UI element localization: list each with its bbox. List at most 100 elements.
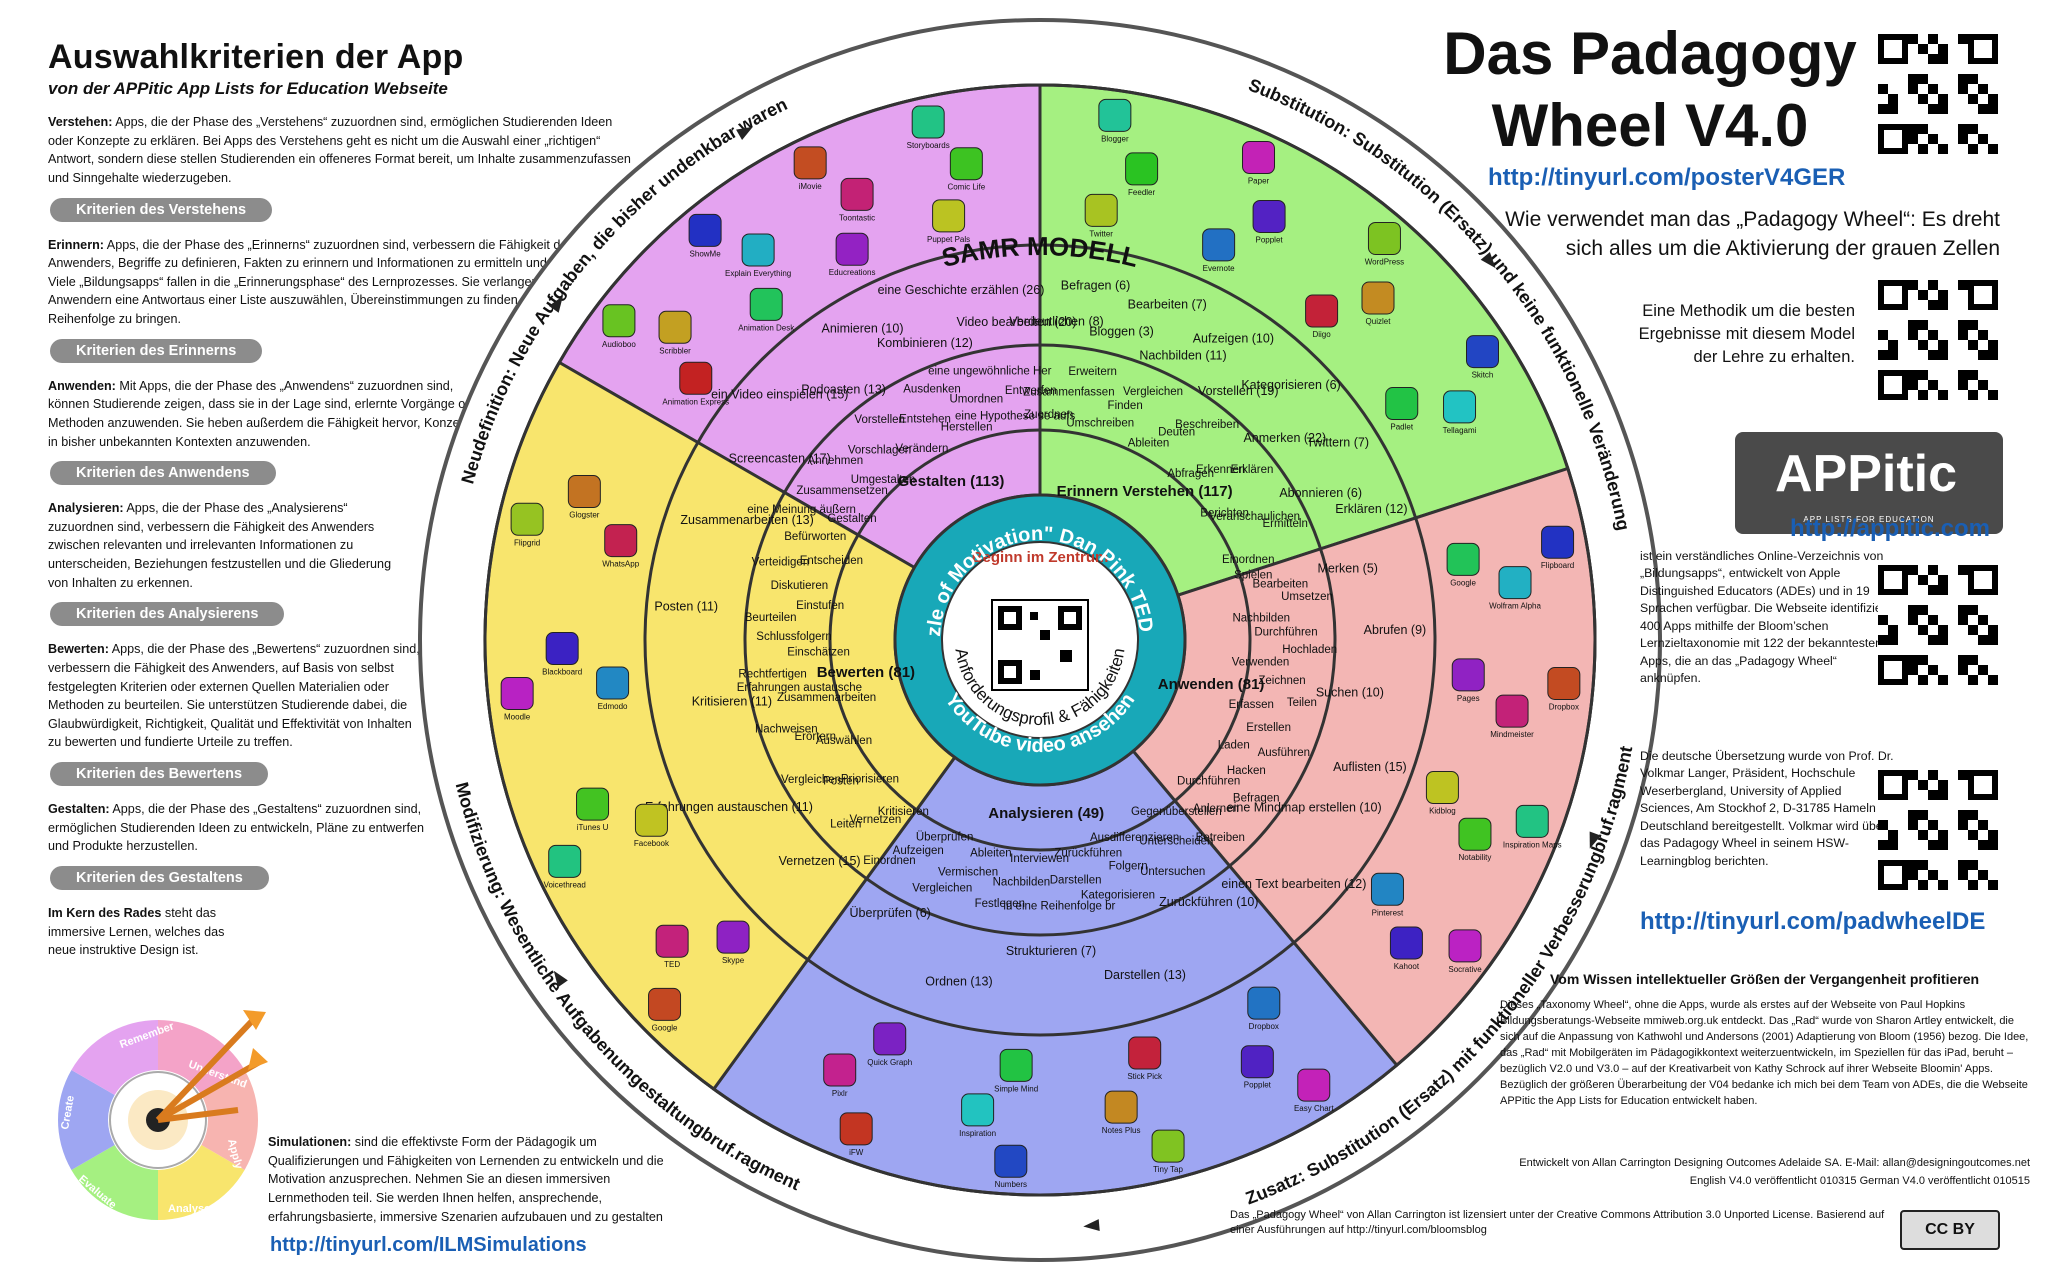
app-icon: [994, 1144, 1028, 1178]
verb-blue: Vermischen: [938, 866, 998, 878]
verb-blue: Ausdifferenzieren: [1090, 832, 1179, 844]
app-label: Quizlet: [1366, 317, 1392, 326]
verb-yellow: Zusammenarbeiten: [777, 692, 876, 704]
activity-purple: Podcasten (13): [801, 383, 886, 397]
app-icon: [500, 676, 534, 710]
segment-name-yellow: Bewerten (81): [817, 664, 915, 681]
app-icon: [688, 213, 722, 247]
app-label: Tiny Tap: [1153, 1165, 1183, 1174]
app-label: iTunes U: [577, 823, 609, 832]
pill-anwenden[interactable]: Kriterien des Anwendens: [50, 461, 276, 486]
verb-pink: Zeichnen: [1258, 675, 1305, 687]
verb-yellow: Leiten: [830, 819, 861, 831]
verb-yellow: Kritisieren: [878, 806, 929, 818]
app-label: Wolfram Alpha: [1489, 602, 1541, 611]
verb-pink: Laden: [1218, 739, 1250, 751]
activity-purple: Kombinieren (12): [877, 336, 973, 350]
activity-purple: Video bearbeiten (20): [956, 315, 1076, 329]
app-label: Popplet: [1244, 1081, 1272, 1090]
pill-gestalten[interactable]: Kriterien des Gestaltens: [50, 865, 269, 890]
rim-arrow: [1589, 831, 1601, 849]
app-icon: [1297, 1068, 1331, 1102]
qr-method[interactable]: [1878, 280, 1998, 400]
activity-green: Abonnieren (6): [1279, 486, 1362, 500]
appitic-text: ist ein verständliches Online-Verzeichni…: [1640, 549, 1890, 686]
app-icon: [604, 524, 638, 558]
activity-green: Bloggen (3): [1089, 325, 1154, 339]
center-qr-pattern: [998, 606, 1082, 684]
pill-bewerten[interactable]: Kriterien des Bewertens: [50, 762, 269, 786]
app-icon: [949, 147, 983, 181]
app-label: Twitter: [1089, 229, 1113, 238]
qr-translation[interactable]: [1878, 770, 1998, 890]
app-label: Pixlr: [832, 1089, 848, 1098]
verb-yellow: eine Meinung äußern: [747, 504, 856, 516]
rim-arrow: [1083, 1219, 1100, 1232]
app-label: Edmodo: [598, 702, 628, 711]
activity-green: Aufzeigen (10): [1193, 331, 1274, 345]
app-icon: [1098, 98, 1132, 132]
german-link[interactable]: http://tinyurl.com/padwheelDE: [1640, 908, 1986, 935]
app-icon: [961, 1093, 995, 1127]
appitic-link[interactable]: http://appitic.com: [1790, 515, 1990, 542]
app-label: Google: [1450, 578, 1476, 587]
activity-green: Nachbilden (11): [1139, 348, 1226, 362]
verb-green: Vergleichen: [1123, 386, 1183, 398]
pill-erinnern[interactable]: Kriterien des Erinnerns: [50, 338, 263, 363]
verb-green: Ermitteln: [1263, 518, 1308, 530]
activity-yellow: Zusammenarbeiten (13): [680, 513, 813, 527]
qr-poster[interactable]: [1878, 34, 1998, 154]
method-text: Eine Methodik um die besten Ergebnisse m…: [1638, 302, 1855, 367]
left-subtitle: von der APPitic App Lists for Education …: [48, 79, 448, 98]
app-icon: [576, 787, 610, 821]
app-icon: [1370, 872, 1404, 906]
appitic-subtitle: APP LISTS FOR EDUCATION: [1803, 515, 1935, 524]
activity-yellow: Posten (11): [654, 599, 718, 613]
cc-license-badge[interactable]: CC BY: [1900, 1210, 2000, 1250]
qr-appitic[interactable]: [1878, 565, 1998, 685]
activity-green: Verdeutlichen (8): [1009, 314, 1104, 328]
verb-pink: Erfassen: [1229, 699, 1274, 711]
activity-pink: eine Mindmap erstellen (10): [1227, 801, 1382, 815]
app-label: TED: [664, 960, 680, 969]
activity-pink: Merken (5): [1318, 562, 1378, 576]
app-label: Puppet Pals: [927, 235, 970, 244]
app-icon: [1240, 1045, 1274, 1079]
pill-analysieren[interactable]: Kriterien des Analysierens: [50, 602, 285, 627]
verb-pink: Erstellen: [1246, 722, 1291, 734]
verb-purple: Herstellen: [941, 421, 993, 433]
core-text: Im Kern des Rades steht das immersive Le…: [48, 905, 225, 958]
simulation-link[interactable]: http://tinyurl.com/ILMSimulations: [270, 1234, 587, 1256]
app-label: Diigo: [1312, 330, 1331, 339]
segment-text: Gestalten (113)GestaltenZusammensetzenAn…: [645, 278, 1426, 988]
app-icon: [932, 199, 966, 233]
app-label: WordPress: [1365, 257, 1404, 266]
verb-pink: Betreiben: [1196, 832, 1245, 844]
verb-purple: Ausdenken: [903, 384, 961, 396]
app-icon: [648, 987, 682, 1021]
verb-blue: Festlegen: [975, 898, 1026, 910]
rim-arrow: [553, 970, 568, 988]
app-icon: [839, 1112, 873, 1146]
app-icon: [655, 924, 689, 958]
criteria-erinnern: Erinnern: Apps, die der Phase des „Erinn…: [48, 237, 625, 327]
app-label: WhatsApp: [602, 560, 639, 569]
app-label: Voicethread: [544, 880, 586, 889]
segment-name-blue: Analysieren (49): [988, 805, 1104, 822]
verb-pink: Umsetzen: [1281, 591, 1333, 603]
app-icon: [1448, 929, 1482, 963]
app-icon: [1498, 566, 1532, 600]
pill-verstehen[interactable]: Kriterien des Verstehens: [50, 197, 273, 222]
app-label: Dropbox: [1249, 1022, 1279, 1031]
verb-blue: Ableiten: [970, 848, 1012, 860]
app-label: Blackboard: [542, 668, 582, 677]
poster-link[interactable]: http://tinyurl.com/posterV4GER: [1488, 164, 1846, 191]
activity-purple: Screencasten (17): [729, 452, 831, 466]
app-icon: [1305, 294, 1339, 328]
app-label: Notes Plus: [1102, 1126, 1141, 1135]
app-icon: [1425, 771, 1459, 805]
verb-green: Deuten: [1158, 426, 1195, 438]
appitic-badge[interactable]: APPitic APP LISTS FOR EDUCATION: [1735, 432, 2003, 534]
simulation-text: Simulationen: sind die effektivste Form …: [268, 1135, 664, 1224]
app-icon: [840, 177, 874, 211]
